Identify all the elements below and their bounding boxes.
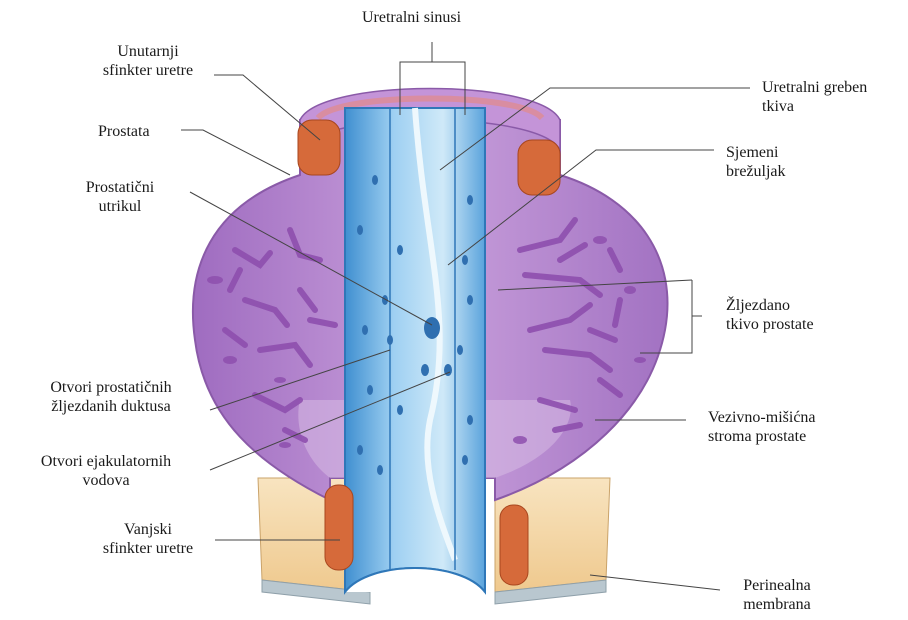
label-unutarnji-sfinkter-line1: Unutarnji xyxy=(78,42,218,61)
label-zlijezdano-tkivo-line2: tkivo prostate xyxy=(726,315,814,334)
label-otvori-duktusa-line1: Otvori prostatičnih xyxy=(16,378,206,397)
label-uretralni-sinusi: Uretralni sinusi xyxy=(362,8,461,27)
label-vanjski-sfinkter: Vanjski sfinkter uretre xyxy=(84,520,212,558)
label-unutarnji-sfinkter-line2: sfinkter uretre xyxy=(78,61,218,80)
label-prostaticni-utrikul-line2: utrikul xyxy=(72,197,168,216)
label-vezivno-misicna-line1: Vezivno-mišićna xyxy=(708,408,816,427)
label-sjemeni-brezuljak: Sjemeni brežuljak xyxy=(726,143,786,181)
label-zlijezdano-tkivo-line1: Žljezdano xyxy=(726,296,814,315)
label-vanjski-sfinkter-line1: Vanjski xyxy=(84,520,212,539)
label-prostata: Prostata xyxy=(98,122,150,141)
label-perinealna-membrana-line1: Perinealna xyxy=(722,576,832,595)
label-otvori-ejakulatornih-line2: vodova xyxy=(8,471,204,490)
label-uretralni-greben: Uretralni greben tkiva xyxy=(762,78,867,116)
label-vanjski-sfinkter-line2: sfinkter uretre xyxy=(84,539,212,558)
label-sjemeni-brezuljak-line2: brežuljak xyxy=(726,162,786,181)
label-otvori-ejakulatornih-line1: Otvori ejakulatornih xyxy=(8,452,204,471)
label-unutarnji-sfinkter: Unutarnji sfinkter uretre xyxy=(78,42,218,80)
label-perinealna-membrana: Perinealna membrana xyxy=(722,576,832,614)
label-otvori-ejakulatornih: Otvori ejakulatornih vodova xyxy=(8,452,204,490)
label-uretralni-greben-line2: tkiva xyxy=(762,97,867,116)
label-zlijezdano-tkivo: Žljezdano tkivo prostate xyxy=(726,296,814,334)
label-otvori-duktusa-line2: žljezdanih duktusa xyxy=(16,397,206,416)
urethra xyxy=(345,108,485,592)
label-vezivno-misicna-line2: stroma prostate xyxy=(708,427,816,446)
label-otvori-duktusa: Otvori prostatičnih žljezdanih duktusa xyxy=(16,378,206,416)
label-sjemeni-brezuljak-line1: Sjemeni xyxy=(726,143,786,162)
label-prostaticni-utrikul-line1: Prostatični xyxy=(72,178,168,197)
label-prostaticni-utrikul: Prostatični utrikul xyxy=(72,178,168,216)
label-uretralni-greben-line1: Uretralni greben xyxy=(762,78,867,97)
label-vezivno-misicna: Vezivno-mišićna stroma prostate xyxy=(708,408,816,446)
label-perinealna-membrana-line2: membrana xyxy=(722,595,832,614)
